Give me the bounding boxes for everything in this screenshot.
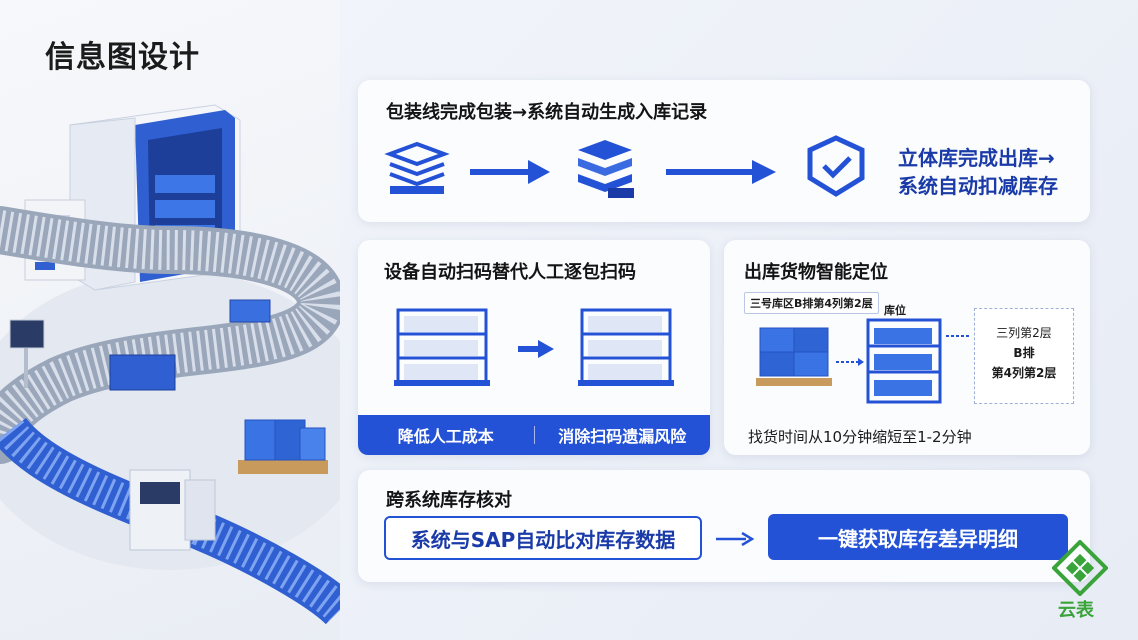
page-title: 信息图设计 — [45, 40, 200, 75]
database-stack-icon — [384, 141, 450, 194]
auto-inventory-card: 包装线完成包装→系统自动生成入库记录 立体库完成出库→ 系统自动扣减库存 — [358, 80, 1090, 222]
arrow-right-icon — [518, 340, 554, 358]
location-tag: 三号库区B排第4列第2层 — [744, 292, 879, 314]
control-cabinet — [129, 469, 216, 551]
shelf-full-icon — [394, 308, 490, 386]
divider — [533, 426, 535, 444]
dashed-connector — [946, 335, 970, 337]
detail-line-1: 三列第2层 — [996, 326, 1052, 340]
arrow-right-icon — [666, 160, 776, 184]
logo-icon — [1052, 540, 1108, 596]
benefit-cost: 降低人工成本 — [397, 427, 494, 446]
card-title: 出库货物智能定位 — [744, 262, 888, 283]
arrow-right-icon — [470, 160, 550, 184]
shelf-scanned-icon — [578, 308, 674, 386]
pallet-boxes-icon — [756, 327, 832, 386]
dashed-arrow-icon — [836, 358, 864, 366]
sap-compare-step: 系统与SAP自动比对库存数据 — [384, 516, 702, 560]
auto-scan-card: 设备自动扫码替代人工逐包扫码 降低人工成本 消除扫码遗漏风险 — [358, 240, 710, 455]
arrow-right-icon — [716, 532, 754, 546]
time-saving-text: 找货时间从10分钟缩短至1-2分钟 — [748, 428, 972, 446]
detail-line-3: 第4列第2层 — [991, 366, 1057, 380]
rack-icon — [866, 318, 942, 404]
pallet-boxes — [238, 419, 328, 474]
slot-label: 库位 — [884, 304, 906, 317]
result-line-2: 系统自动扣减库存 — [898, 174, 1058, 198]
card-title: 设备自动扫码替代人工逐包扫码 — [384, 262, 636, 283]
card-title: 包装线完成包装→系统自动生成入库记录 — [386, 102, 708, 123]
card-title: 跨系统库存核对 — [386, 490, 512, 511]
shield-check-icon — [807, 135, 865, 197]
benefit-risk: 消除扫码遗漏风险 — [558, 427, 687, 446]
benefit-bar: 降低人工成本 消除扫码遗漏风险 — [358, 415, 710, 455]
location-detail-box: 三列第2层 B排 第4列第2层 — [974, 308, 1074, 404]
result-line-1: 立体库完成出库→ — [898, 146, 1055, 170]
factory-illustration — [0, 0, 340, 640]
get-diff-button[interactable]: 一键获取库存差异明细 — [768, 514, 1068, 560]
database-layers-icon — [578, 140, 634, 198]
cross-system-card: 跨系统库存核对 系统与SAP自动比对库存数据 一键获取库存差异明细 — [358, 470, 1090, 582]
detail-line-2: B排 — [1013, 346, 1035, 360]
logo-text: 云表 — [1058, 600, 1094, 621]
result-text: 立体库完成出库→ 系统自动扣减库存 — [898, 144, 1058, 200]
smart-locate-card: 出库货物智能定位 三号库区B排第4列第2层 库位 三列第2层 B排 第4列第2层… — [724, 240, 1090, 455]
conveyor-line-illustration — [0, 104, 340, 625]
